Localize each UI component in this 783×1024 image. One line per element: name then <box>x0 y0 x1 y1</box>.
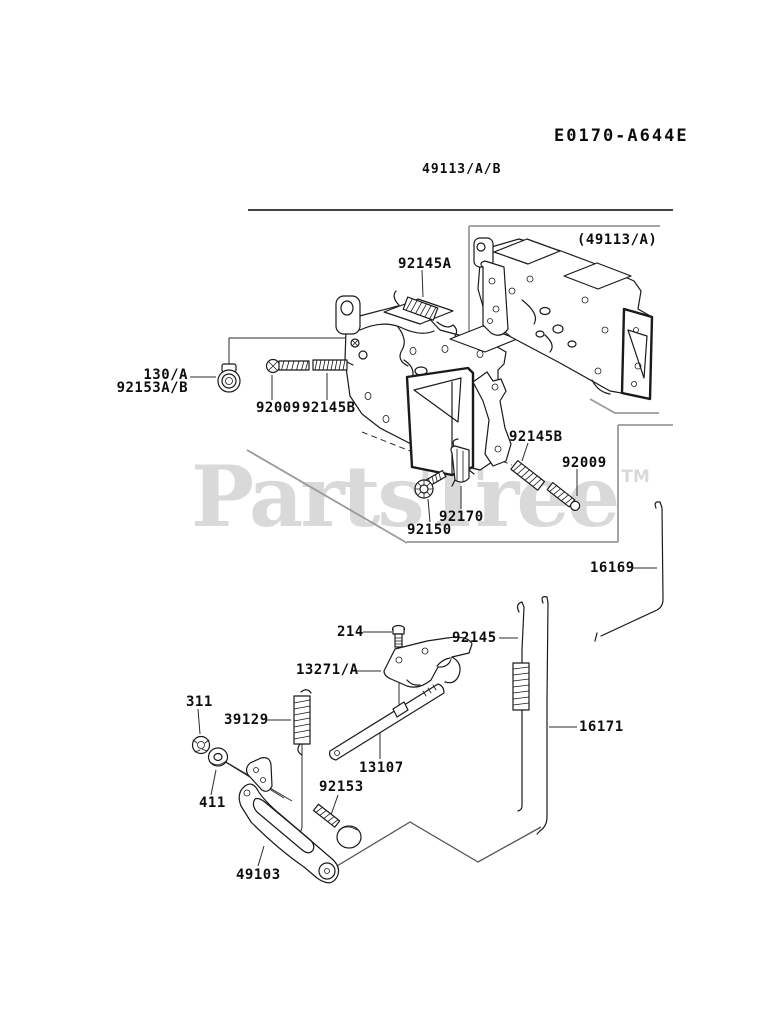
part-label-92170: 92170 <box>439 509 484 525</box>
part-label-311: 311 <box>186 694 213 710</box>
part-label-92153: 92153 <box>319 779 364 795</box>
drawing-code-title: E0170-A644E <box>554 126 689 146</box>
spring-92145b-right-drawing <box>510 459 546 491</box>
part-label-92153ab: 92153A/B <box>116 380 188 396</box>
part-label-214: 214 <box>337 624 364 640</box>
part-label-49103: 49103 <box>236 867 281 883</box>
part-label-39129: 39129 <box>224 712 269 728</box>
part-label-92145b-left: 92145B <box>302 400 356 416</box>
rod-16171-drawing <box>536 596 549 835</box>
clamp-92170-drawing <box>450 438 475 487</box>
part-label-92009-right: 92009 <box>562 455 607 471</box>
screw-92009-left-drawing <box>265 358 310 374</box>
part-label-13107: 13107 <box>359 760 404 776</box>
watermark-text: PartsTree <box>191 447 620 546</box>
lever-49103-drawing <box>238 757 340 884</box>
rod-13107-drawing <box>329 683 445 761</box>
spring-92145b-left-drawing <box>312 359 354 371</box>
zone-boundary-lines <box>246 225 673 873</box>
inset-caption-label: (49113/A) <box>577 232 658 248</box>
part-label-92145a: 92145A <box>398 256 452 272</box>
watermark-trademark: TM <box>621 467 650 487</box>
part-label-13271a: 13271/A <box>296 662 359 678</box>
plate-13271a-drawing <box>383 636 473 688</box>
part-label-411: 411 <box>199 795 226 811</box>
part-label-92145b-right: 92145B <box>509 429 563 445</box>
part-label-92150: 92150 <box>407 522 452 538</box>
rod-16169-drawing <box>594 501 664 642</box>
bolt-214-drawing <box>391 624 406 648</box>
part-label-16171: 16171 <box>579 719 624 735</box>
part-label-92009-left: 92009 <box>256 400 301 416</box>
screw-92150-drawing <box>414 469 447 499</box>
inset-control-panel-drawing <box>473 237 654 401</box>
assembly-code-label: 49113/A/B <box>422 162 502 177</box>
part-label-92145: 92145 <box>452 630 497 646</box>
part-label-16169: 16169 <box>590 560 635 576</box>
screw-92009-right-drawing <box>546 481 581 511</box>
rod-spring-92145-drawing <box>512 601 530 812</box>
spring-92145a-drawing <box>393 290 458 337</box>
bolt-130-92153ab-drawing <box>217 363 241 393</box>
part-label-130a: 130/A <box>143 367 188 383</box>
screw-92153-drawing <box>312 803 362 849</box>
washer-411-drawing <box>207 747 229 767</box>
nut-311-drawing <box>191 735 211 755</box>
spring-39129-drawing <box>293 689 312 756</box>
